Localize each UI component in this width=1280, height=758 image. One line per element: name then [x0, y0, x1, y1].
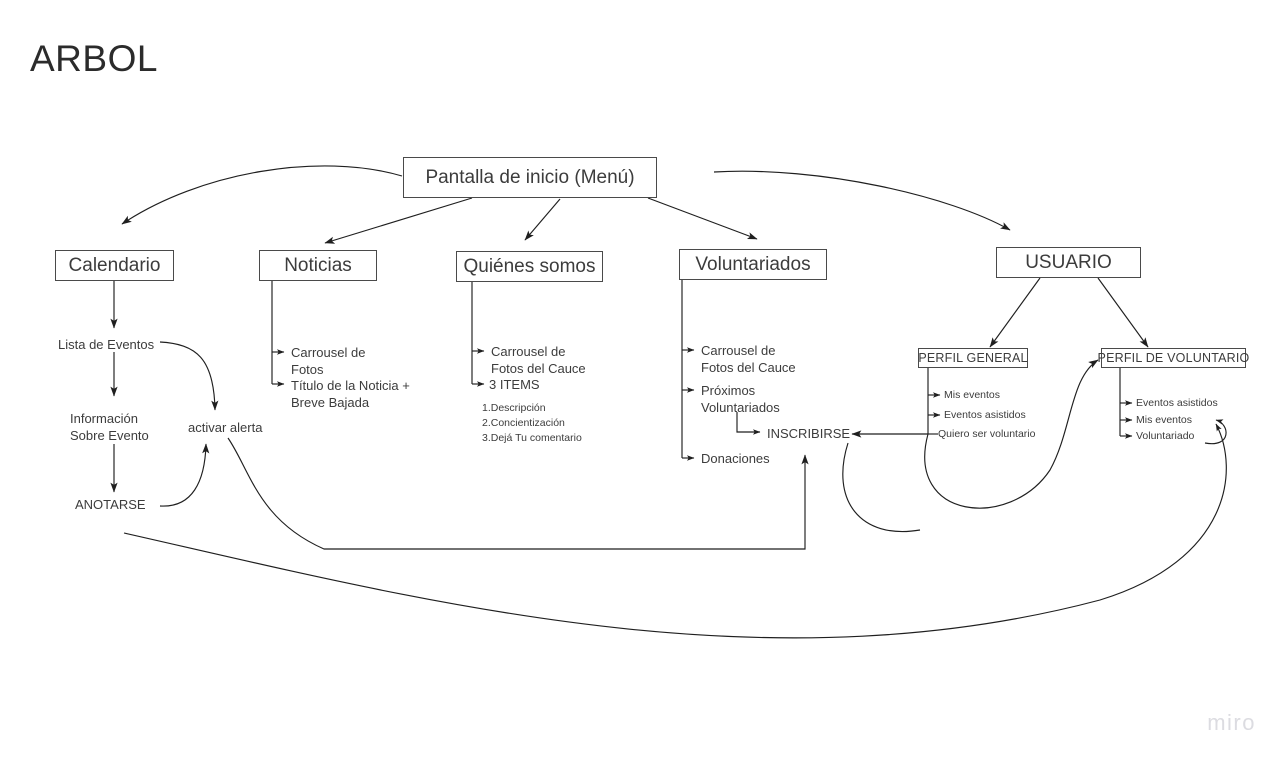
- perfil-general-item-eventos-asistidos[interactable]: Eventos asistidos: [944, 409, 1026, 421]
- node-calendario[interactable]: Calendario: [55, 250, 174, 281]
- node-noticias[interactable]: Noticias: [259, 250, 377, 281]
- node-root-label: Pantalla de inicio (Menú): [425, 167, 635, 188]
- calendario-item-activar-alerta[interactable]: activar alerta: [188, 420, 263, 435]
- perfil-general-item-quiero-ser-voluntario[interactable]: Quiero ser voluntario: [938, 428, 1036, 440]
- perfil-voluntario-item-voluntariado[interactable]: Voluntariado: [1136, 430, 1195, 442]
- node-perfil-general-label: PERFIL GENERAL: [918, 350, 1028, 365]
- quienes-subitem-concientizacion[interactable]: 2.Concientización: [482, 417, 565, 429]
- perfil-general-item-mis-eventos[interactable]: Mis eventos: [944, 389, 1001, 401]
- node-quienes-somos-label: Quiénes somos: [463, 256, 596, 277]
- quienes-item-carrousel-fotos-cauce[interactable]: Carrousel de Fotos del Cauce: [491, 344, 586, 376]
- node-voluntariados-label: Voluntariados: [695, 254, 811, 275]
- noticias-item-carrousel-de-fotos[interactable]: Carrousel de Fotos: [291, 345, 366, 377]
- node-voluntariados[interactable]: Voluntariados: [679, 249, 827, 280]
- perfil-voluntario-item-eventos-asistidos[interactable]: Eventos asistidos: [1136, 397, 1218, 409]
- voluntariados-item-proximos-voluntariados[interactable]: Próximos Voluntariados: [701, 383, 780, 415]
- node-quienes-somos[interactable]: Quiénes somos: [456, 251, 603, 282]
- quienes-subitem-descripcion[interactable]: 1.Descripción: [482, 402, 546, 414]
- page-title: ARBOL: [30, 38, 158, 79]
- node-usuario-label: USUARIO: [1025, 252, 1112, 273]
- node-usuario[interactable]: USUARIO: [996, 247, 1141, 278]
- voluntariados-item-inscribirse[interactable]: INSCRIBIRSE: [767, 426, 851, 441]
- node-root[interactable]: Pantalla de inicio (Menú): [403, 157, 657, 198]
- node-calendario-label: Calendario: [68, 255, 161, 276]
- perfil-voluntario-item-mis-eventos[interactable]: Mis eventos: [1136, 414, 1193, 426]
- calendario-item-anotarse[interactable]: ANOTARSE: [75, 497, 146, 512]
- calendario-item-lista-de-eventos[interactable]: Lista de Eventos: [58, 337, 155, 352]
- quienes-subitem-deja-tu-comentario[interactable]: 3.Dejá Tu comentario: [482, 432, 582, 444]
- voluntariados-item-donaciones[interactable]: Donaciones: [701, 451, 770, 466]
- node-perfil-voluntario-label: PERFIL DE VOLUNTARIO: [1097, 350, 1250, 365]
- voluntariados-item-carrousel-fotos-cauce[interactable]: Carrousel de Fotos del Cauce: [701, 343, 796, 375]
- noticias-item-titulo-noticia[interactable]: Título de la Noticia + Breve Bajada: [291, 378, 410, 410]
- node-noticias-label: Noticias: [284, 255, 352, 276]
- node-perfil-voluntario[interactable]: PERFIL DE VOLUNTARIO: [1098, 348, 1249, 368]
- calendario-item-informacion-sobre-evento[interactable]: Información Sobre Evento: [70, 411, 149, 443]
- node-perfil-general[interactable]: PERFIL GENERAL: [918, 348, 1028, 368]
- miro-watermark: miro: [1207, 710, 1256, 735]
- quienes-item-3-items[interactable]: 3 ITEMS: [489, 377, 540, 392]
